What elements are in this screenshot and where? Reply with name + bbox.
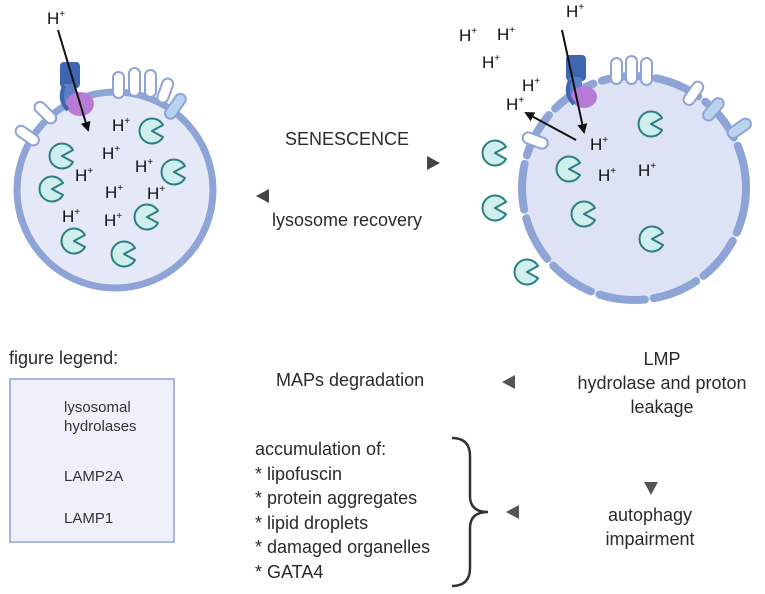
proton-influx-arrow <box>57 29 91 132</box>
autophagy-impairment-label: autophagy impairment <box>605 505 695 549</box>
legend-title: figure legend: <box>9 348 119 368</box>
healthy-lysosome <box>13 29 217 292</box>
legend-lamp1-label: LAMP1 <box>64 510 114 527</box>
proton-label: H+ <box>522 76 540 95</box>
proton-label: H+ <box>459 26 477 45</box>
proton-leak-arrow <box>524 112 577 141</box>
proton-influx-arrow <box>561 29 588 134</box>
lamp1-icon <box>164 92 187 120</box>
list-item: * lipofuscin <box>255 463 343 484</box>
list-item: * damaged organelles <box>255 537 431 557</box>
flow-arrows <box>502 375 658 519</box>
legend-hydrolase-label: lysosomal hydrolases <box>64 399 137 435</box>
proton-label: H+ <box>482 53 500 72</box>
list-item: * lipid droplets <box>255 512 369 533</box>
proton-label: H+ <box>506 95 524 114</box>
proton-labels: H+ H+ H+ H+ H+ H+ H+ H+ H+ H+ H+ H+ H+ H… <box>47 2 656 230</box>
senescent-lysosome <box>481 29 752 304</box>
accumulation-title: accumulation of: <box>255 439 387 459</box>
maps-degradation-label: MAPs degradation <box>276 370 425 390</box>
lmp-label: LMP hydrolase and proton leakage <box>577 349 747 417</box>
lamp1-icon <box>702 97 752 140</box>
legend-lamp2a-label: LAMP2A <box>64 468 124 485</box>
proton-label: H+ <box>566 2 584 21</box>
curly-brace <box>451 436 489 588</box>
senescence-label: SENESCENCE <box>285 129 410 149</box>
proton-label: H+ <box>497 25 515 44</box>
transition-arrows <box>256 156 440 203</box>
list-item: * protein aggregates <box>255 488 418 508</box>
legend-box <box>9 378 175 543</box>
list-item: * GATA4 <box>255 561 324 582</box>
lysosome-recovery-label: lysosome recovery <box>272 210 423 230</box>
proton-pump-icon <box>59 62 94 116</box>
accumulation-list: accumulation of: * lipofuscin * protein … <box>255 437 430 584</box>
lamp2a-icon <box>521 55 705 150</box>
lamp2a-icon <box>14 67 175 147</box>
proton-label: H+ <box>47 9 65 28</box>
